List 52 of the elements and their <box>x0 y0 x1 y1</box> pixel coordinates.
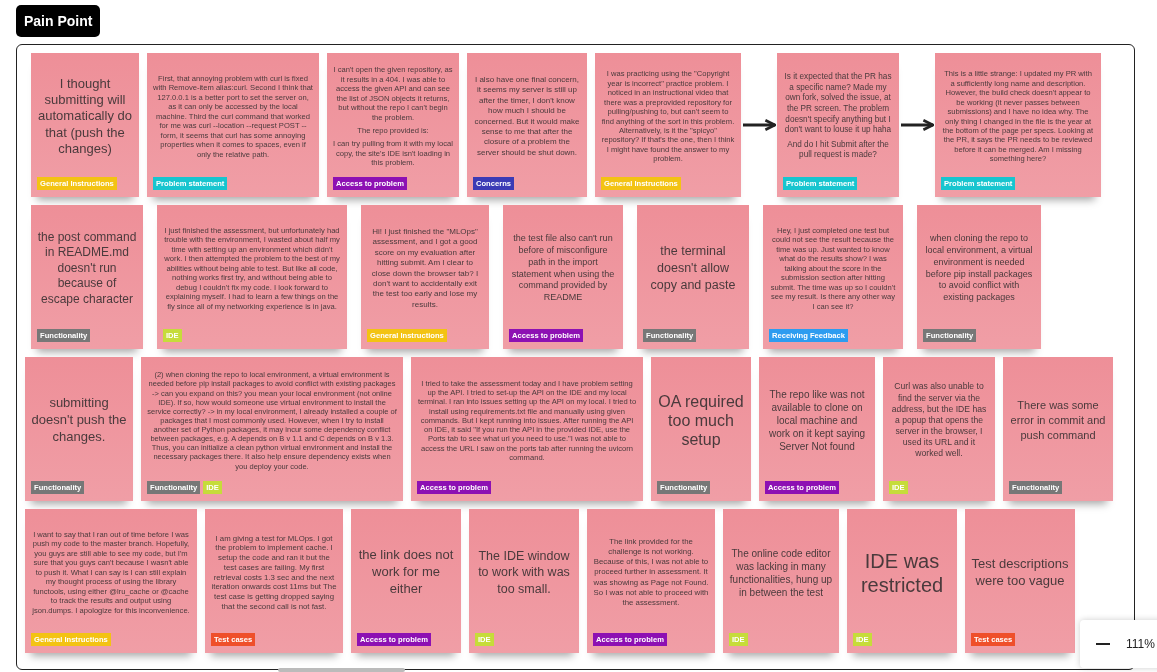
note-text: There was some error in commit and push command <box>1009 398 1107 443</box>
sticky-note <box>917 205 1041 349</box>
sticky-note <box>847 509 957 653</box>
sticky-note <box>587 509 715 653</box>
note-text: I thought submitting will automatically do that (push the changes) <box>37 75 133 158</box>
note-text: the terminal doesn't allow copy and paste <box>649 243 737 294</box>
sticky-note <box>411 357 643 501</box>
note-text: the link does not work for me either <box>357 547 455 598</box>
note-text: Is it expected that the PR has a specific name? Made my own fork, solved the issue, at the PR screen. The problem doesn't specify anything but I don't want to louse it up haha <box>783 71 893 136</box>
sticky-note <box>935 53 1101 197</box>
sticky-note <box>31 205 143 349</box>
note-text: Hi! I just finished the "MLOps" assessment, and I got a good score on my evaluation after hitting submit. Am I clear to close down the browser tab? I don't want to accidentally exit the test too early and lose my results. <box>370 226 480 311</box>
sticky-note <box>327 53 459 197</box>
note-text: submitting doesn't push the changes. <box>31 395 127 446</box>
sticky-note <box>469 509 579 653</box>
sticky-note <box>361 205 489 349</box>
sticky-note <box>651 357 751 501</box>
sticky-note <box>723 509 839 653</box>
arrow <box>901 118 935 132</box>
sticky-note <box>1003 357 1113 501</box>
sticky-note <box>31 53 139 197</box>
sticky-note <box>503 205 623 349</box>
sticky-note <box>157 205 347 349</box>
sticky-note <box>25 357 133 501</box>
sticky-note <box>763 205 903 349</box>
sticky-note <box>205 509 343 653</box>
sticky-note <box>777 53 899 197</box>
note-text: The IDE window to work with was too small. <box>477 548 571 597</box>
sticky-note <box>883 357 995 501</box>
note-text: the post command in README.md doesn't run because of escape character <box>37 229 137 308</box>
arrow <box>743 118 777 132</box>
sticky-note <box>965 509 1075 653</box>
note-text: I also have one final concern, it seems my server is still up after the timer, I don't know how much I should be concerned. But it would make sense to me that after the closure of a problem the server should be shut down. <box>473 74 581 159</box>
sticky-note <box>595 53 741 197</box>
sticky-note <box>25 509 197 653</box>
note-text: Curl was also unable to find the server via the address, but the IDE has a popup that opens the server in the browser, I used its URL and it worked well. <box>890 381 988 460</box>
sticky-note <box>147 53 319 197</box>
sticky-note <box>141 357 403 501</box>
sticky-note <box>759 357 875 501</box>
note-text: Test descriptions were too vague <box>971 556 1069 589</box>
note-text: And do I hit Submit after the pull request is made? <box>786 139 890 162</box>
zoom-level: 111% <box>1126 637 1155 651</box>
frame-title: Pain Point <box>16 5 101 37</box>
note-text: IDE was restricted <box>859 548 945 597</box>
note-text: OA required too much setup <box>657 391 745 450</box>
note-text: The online code editor was lacking in many functionalities, hung up in between the test <box>729 546 833 599</box>
sticky-note <box>467 53 587 197</box>
sticky-note <box>351 509 461 653</box>
sticky-note <box>637 205 749 349</box>
note-text: when cloning the repo to local environment, a virtual environment is needed before pip install packages to avoid conflict with existing packages <box>924 233 1034 304</box>
note-text: the test file also can't run before of misconfigure path in the import statement when using the command provided by README <box>510 233 616 304</box>
note-text: The repo like was not available to clone on local machine and work on it kept saying Server Not found <box>767 388 867 453</box>
